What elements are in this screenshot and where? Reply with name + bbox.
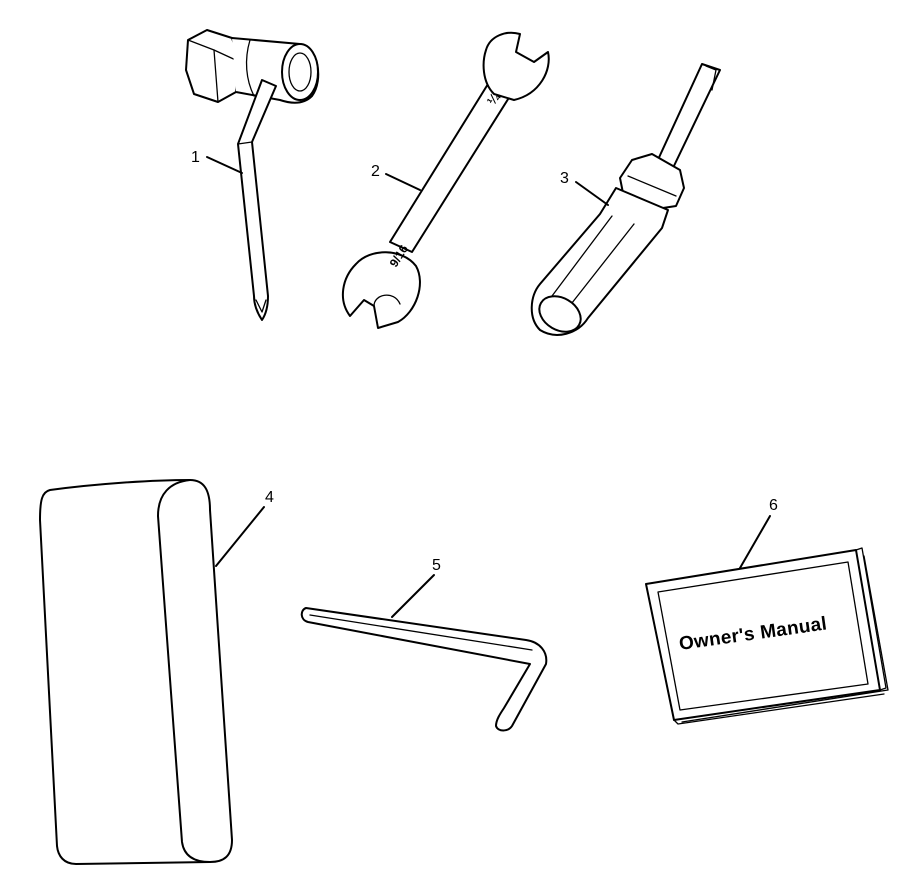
leader-line-5 [391,574,435,618]
part-number-3: 3 [560,170,569,187]
part-number-4: 4 [265,489,274,506]
open-end-wrench-icon [341,31,550,329]
leader-line-6 [739,515,771,569]
leader-line-4 [215,506,265,567]
part-number-5: 5 [432,557,441,574]
part-number-1: 1 [191,149,200,166]
leader-line-3 [575,181,609,206]
hex-key-icon [300,607,548,732]
part-number-2: 2 [371,163,380,180]
screwdriver-icon [530,63,721,336]
tool-pouch-icon [39,479,233,865]
leader-line-1 [206,156,243,174]
part-number-6: 6 [769,497,778,514]
leader-line-2 [385,173,421,191]
owners-manual-icon [645,547,889,725]
spark-plug-wrench-icon [185,29,320,321]
